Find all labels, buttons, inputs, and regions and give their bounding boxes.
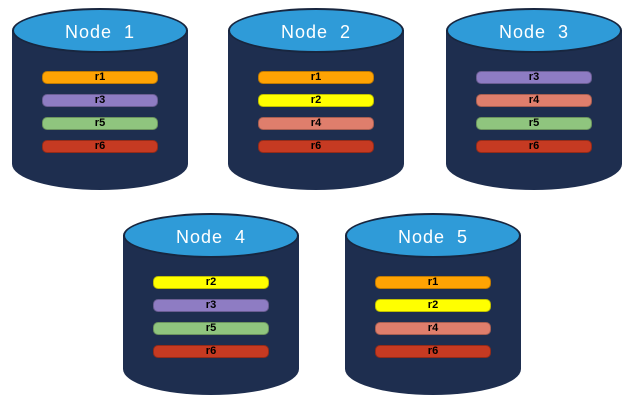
node-title: Node 5 xyxy=(397,227,469,247)
database-cylinder: Node 1 r1 r3 r5 r6 xyxy=(12,8,188,190)
database-cylinder: Node 5 r1 r2 r4 r6 xyxy=(345,213,521,395)
replica-label: r5 xyxy=(94,117,106,129)
replica-label: r6 xyxy=(310,140,322,152)
replica-label: r6 xyxy=(94,140,106,152)
replica-bar: r3 xyxy=(42,94,158,107)
db-cylinder-body xyxy=(123,235,299,395)
replica-bar: r6 xyxy=(42,140,158,153)
node-title: Node 2 xyxy=(280,22,352,42)
replica-bar: r6 xyxy=(153,345,269,358)
replica-bar-list: r3 r4 r5 r6 xyxy=(446,71,622,153)
node-title: Node 1 xyxy=(64,22,136,42)
replica-label: r1 xyxy=(94,71,106,83)
database-cylinder: Node 2 r1 r2 r4 r6 xyxy=(228,8,404,190)
replica-label: r4 xyxy=(310,117,322,129)
db-cylinder-top: Node 2 xyxy=(228,8,404,53)
replica-bar-list: r1 r2 r4 r6 xyxy=(345,276,521,358)
db-cylinder-body xyxy=(345,235,521,395)
db-cylinder-body xyxy=(12,30,188,190)
replica-bar: r1 xyxy=(42,71,158,84)
replica-bar: r1 xyxy=(375,276,491,289)
replica-bar: r3 xyxy=(476,71,592,84)
replica-bar: r5 xyxy=(476,117,592,130)
replica-label: r6 xyxy=(427,345,439,357)
db-cylinder-top: Node 1 xyxy=(12,8,188,53)
replica-bar: r4 xyxy=(476,94,592,107)
replica-label: r1 xyxy=(427,276,439,288)
replica-label: r4 xyxy=(427,322,439,334)
replica-label: r6 xyxy=(528,140,540,152)
replica-label: r4 xyxy=(528,94,540,106)
db-cylinder-body xyxy=(228,30,404,190)
replica-bar: r5 xyxy=(42,117,158,130)
replica-bar: r4 xyxy=(258,117,374,130)
db-cylinder-top: Node 5 xyxy=(345,213,521,258)
replica-label: r5 xyxy=(528,117,540,129)
database-cylinder: Node 4 r2 r3 r5 r6 xyxy=(123,213,299,395)
replica-label: r5 xyxy=(205,322,217,334)
replica-label: r2 xyxy=(310,94,322,106)
database-cylinder: Node 3 r3 r4 r5 r6 xyxy=(446,8,622,190)
replica-bar-list: r2 r3 r5 r6 xyxy=(123,276,299,358)
replica-label: r2 xyxy=(427,299,439,311)
replica-bar: r4 xyxy=(375,322,491,335)
replica-bar: r6 xyxy=(476,140,592,153)
replica-bar: r2 xyxy=(258,94,374,107)
replica-label: r3 xyxy=(528,71,540,83)
db-cylinder-top: Node 3 xyxy=(446,8,622,53)
node-title: Node 3 xyxy=(498,22,570,42)
replica-bar: r1 xyxy=(258,71,374,84)
replica-label: r1 xyxy=(310,71,322,83)
replica-label: r3 xyxy=(94,94,106,106)
replica-label: r6 xyxy=(205,345,217,357)
db-cylinder-body xyxy=(446,30,622,190)
replica-bar: r3 xyxy=(153,299,269,312)
replica-label: r3 xyxy=(205,299,217,311)
replica-label: r2 xyxy=(205,276,217,288)
node-title: Node 4 xyxy=(175,227,247,247)
replica-bar: r2 xyxy=(375,299,491,312)
replica-bar: r6 xyxy=(375,345,491,358)
db-cylinder-top: Node 4 xyxy=(123,213,299,258)
replica-bar: r6 xyxy=(258,140,374,153)
replica-bar: r2 xyxy=(153,276,269,289)
replica-bar-list: r1 r2 r4 r6 xyxy=(228,71,404,153)
replica-bar: r5 xyxy=(153,322,269,335)
replica-bar-list: r1 r3 r5 r6 xyxy=(12,71,188,153)
